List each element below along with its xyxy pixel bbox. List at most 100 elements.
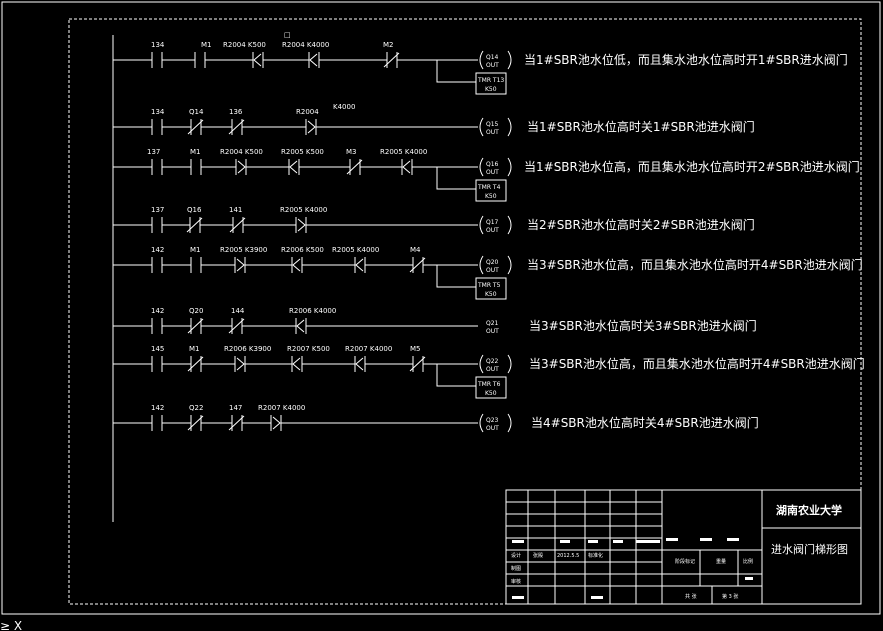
- coil-sub: OUT: [486, 267, 499, 274]
- contact-nc-slash: [187, 318, 204, 334]
- contact-label: R2005 K3900: [220, 246, 267, 254]
- contact-neg-edge: [253, 53, 262, 67]
- coil-left-arc: [479, 354, 484, 374]
- contact-gap: [289, 159, 299, 175]
- coil-sub: OUT: [486, 366, 499, 373]
- contact-label: M2: [383, 41, 394, 49]
- contact-neg-edge: [296, 319, 305, 333]
- coil-name: Q14: [486, 54, 499, 61]
- contact-neg-edge: [309, 53, 318, 67]
- contact-neg-edge: [355, 357, 364, 371]
- tb-stage-label: 阶段标记: [675, 558, 695, 565]
- coil-right-arc: [507, 157, 512, 177]
- rung-comment: 当3#SBR池水位高时关3#SBR池进水阀门: [529, 318, 757, 333]
- contact-gap: [296, 217, 306, 233]
- rung-comment: 当3#SBR池水位高，而且集水池水位高时开4#SBR池进水阀门: [529, 356, 865, 371]
- contact-nc-slash: [229, 217, 246, 233]
- title-block: 设计 张殿 2012.5.5 标准化 制图 审核 阶段标记 重量 比例 共 张 …: [505, 489, 862, 605]
- contact-neg-edge: [292, 258, 301, 272]
- timer-name: TMR T13: [477, 77, 504, 84]
- contact-gap: [152, 217, 162, 233]
- coil-left-arc: [479, 117, 484, 137]
- contact-pos-edge: [237, 160, 246, 174]
- contact-neg-edge: [289, 160, 298, 174]
- drawing-border: [68, 18, 862, 605]
- coil-name: Q17: [486, 219, 499, 226]
- timer-box: [475, 179, 507, 202]
- timer-name: TMR T5: [477, 282, 501, 289]
- coil-name: Q16: [486, 161, 499, 168]
- contact-label: M1: [201, 41, 212, 49]
- coil-right-arc: [507, 215, 512, 235]
- contact-label: Q20: [189, 307, 203, 315]
- contact-gap: [271, 415, 281, 431]
- contact-label: 136: [229, 108, 243, 116]
- coil-right-arc: [507, 354, 512, 374]
- contact-nc-slash: [383, 52, 400, 68]
- contact-gap: [152, 318, 162, 334]
- contact-pos-edge: [236, 258, 245, 272]
- coil-sub: OUT: [486, 129, 499, 136]
- contact-nc-slash: [228, 415, 245, 431]
- contact-label: R2004 K500: [223, 41, 266, 49]
- contact-label: 147: [229, 404, 242, 412]
- timer-preset: K50: [485, 291, 497, 298]
- contact-gap: [152, 257, 162, 273]
- contact-label: R2007 K4000: [345, 345, 392, 353]
- contact-gap: [195, 52, 205, 68]
- coil-sub: OUT: [486, 227, 499, 234]
- tb-scale-label: 比例: [743, 558, 753, 565]
- contact-label: R2006 K4000: [289, 307, 336, 315]
- coil-left-arc: [479, 50, 484, 70]
- contact-label: 144: [231, 307, 245, 315]
- coil-left-arc: [479, 255, 484, 275]
- contact-gap: [309, 52, 319, 68]
- tb-date-design: 2012.5.5: [557, 553, 579, 559]
- contact-label: R2006 K500: [281, 246, 324, 254]
- contact-gap: [191, 257, 201, 273]
- tb-weight-label: 重量: [716, 558, 726, 565]
- timer-box: [475, 376, 507, 399]
- tb-note-design: 标准化: [588, 552, 603, 559]
- contact-label: R2007 K4000: [258, 404, 305, 412]
- contact-label: R2005 K4000: [380, 148, 427, 156]
- coil-sub: OUT: [486, 62, 499, 69]
- coil-name: Q20: [486, 259, 499, 266]
- timer-preset: K50: [485, 390, 497, 397]
- coil-sub: OUT: [486, 169, 499, 176]
- contact-label: M5: [410, 345, 421, 353]
- coil-left-arc: [479, 413, 484, 433]
- contact-nc-slash: [186, 217, 203, 233]
- coil-right-arc: [507, 413, 512, 433]
- tb-name-design: 张殿: [533, 552, 543, 559]
- contact-label: R2004 K4000: [282, 41, 329, 49]
- rung-comment: 当1#SBR池水位低，而且集水池水位高时开1#SBR进水阀门: [524, 52, 848, 67]
- sheet-frame: [1, 1, 881, 615]
- contact-label: 137: [151, 206, 164, 214]
- contact-label: R2005 K500: [281, 148, 324, 156]
- contact-nc-slash: [346, 159, 363, 175]
- contact-gap: [191, 159, 201, 175]
- timer-branch-wire: [436, 364, 476, 387]
- contact-pos-edge: [307, 120, 316, 134]
- contact-gap: [402, 159, 412, 175]
- contact-gap: [236, 159, 246, 175]
- contact-gap: [152, 356, 162, 372]
- timer-branch-wire: [436, 265, 476, 288]
- coil-sub: OUT: [486, 328, 499, 335]
- coil-name: Q23: [486, 417, 499, 424]
- tb-role-draw: 制图: [511, 565, 521, 572]
- tb-sheet-no: 第 3 张: [722, 593, 738, 600]
- contact-gap: [292, 257, 302, 273]
- contact-label: M3: [346, 148, 357, 156]
- rung-comment: 当3#SBR池水位高，而且集水池水位高时开4#SBR池进水阀门: [527, 257, 863, 272]
- timer-branch-wire: [436, 167, 476, 190]
- contact-nc-slash: [228, 119, 245, 135]
- timer-branch-wire: [436, 60, 476, 83]
- tb-role-review: 审核: [511, 578, 521, 585]
- tb-sheets-total: 共 张: [685, 593, 697, 600]
- contact-label: R2004: [296, 108, 319, 116]
- timer-name: TMR T4: [477, 184, 501, 191]
